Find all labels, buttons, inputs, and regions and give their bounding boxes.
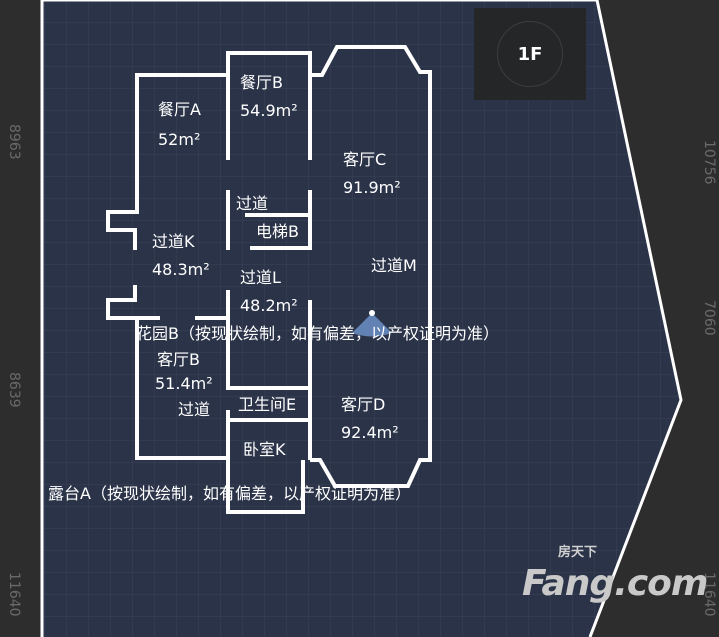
camera-view-cone xyxy=(352,310,392,337)
room-passage-m-name: 过道M xyxy=(371,256,417,275)
room-dining-a-name: 餐厅A xyxy=(158,100,201,119)
dimension-left-1: 8963 xyxy=(6,124,22,160)
plan-grid xyxy=(42,0,681,637)
room-bedroom-k-name: 卧室K xyxy=(243,440,286,459)
dimension-right-1: 10756 xyxy=(701,140,717,185)
room-living-d-name: 客厅D xyxy=(341,395,386,414)
room-passage-label: 过道 xyxy=(236,194,269,213)
dimension-left-3: 11640 xyxy=(6,572,22,617)
fang-logo: Fang.com xyxy=(522,563,708,604)
room-passage-l-area: 48.2m² xyxy=(240,296,298,315)
room-passage-k-name: 过道K xyxy=(152,232,195,251)
room-elevator-b-name: 电梯B xyxy=(256,222,299,241)
room-dining-b-area: 54.9m² xyxy=(240,101,298,120)
room-terrace-a-name: 露台A（按现状绘制，如有偏差，以产权证明为准） xyxy=(48,484,411,503)
walls xyxy=(106,45,432,514)
room-living-c-name: 客厅C xyxy=(343,150,387,169)
room-passage-2-label: 过道 xyxy=(178,400,211,419)
room-dining-b-name: 餐厅B xyxy=(240,73,283,92)
room-bathroom-e-name: 卫生间E xyxy=(238,395,297,414)
room-passage-k-area: 48.3m² xyxy=(152,260,210,279)
dimension-left-2: 8639 xyxy=(6,372,22,408)
room-living-c-area: 91.9m² xyxy=(343,178,401,197)
room-living-b-name: 客厅B xyxy=(157,350,200,369)
plan-boundary xyxy=(42,0,683,637)
floor-label: 1F xyxy=(497,21,563,87)
fang-logo-cn: 房天下 xyxy=(558,545,598,560)
room-passage-l-name: 过道L xyxy=(240,268,281,287)
room-dining-a-area: 52m² xyxy=(158,130,201,149)
room-living-d-area: 92.4m² xyxy=(341,423,399,442)
room-garden-b-name: 花园B（按现状绘制，如有偏差，以产权证明为准） xyxy=(136,324,499,343)
room-living-b-area: 51.4m² xyxy=(155,374,213,393)
dimension-right-2: 7060 xyxy=(701,300,717,336)
floor-selector-button[interactable]: 1F xyxy=(474,8,586,100)
